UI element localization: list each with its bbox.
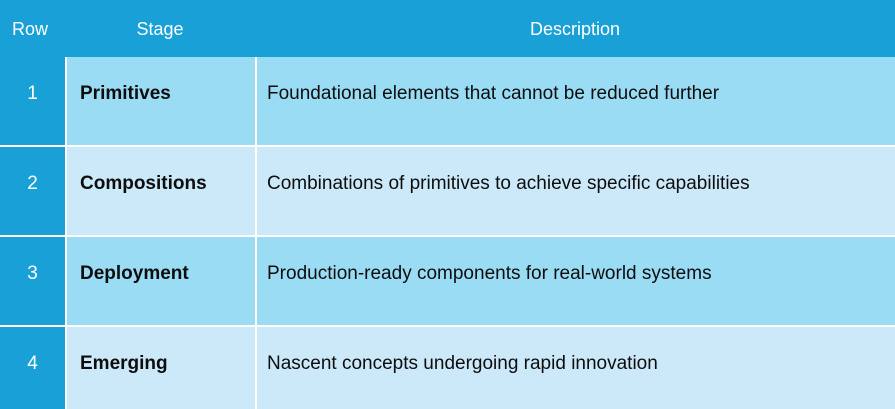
description-cell: Production-ready components for real-wor… bbox=[257, 237, 895, 325]
table-body: 1 Primitives Foundational elements that … bbox=[0, 57, 895, 409]
table-row[interactable]: 3 Deployment Production-ready components… bbox=[0, 237, 895, 325]
column-header-stage[interactable]: Stage bbox=[136, 18, 184, 39]
stage-cell: Deployment bbox=[67, 237, 255, 325]
column-header-description[interactable]: Description bbox=[529, 18, 621, 39]
table-row[interactable]: 1 Primitives Foundational elements that … bbox=[0, 57, 895, 145]
description-cell: Nascent concepts undergoing rapid innova… bbox=[257, 327, 895, 409]
row-index-cell: 4 bbox=[0, 327, 65, 409]
row-index-cell: 3 bbox=[0, 237, 65, 325]
row-index-cell: 1 bbox=[0, 57, 65, 145]
table-row[interactable]: 4 Emerging Nascent concepts undergoing r… bbox=[0, 327, 895, 409]
stage-cell: Emerging bbox=[67, 327, 255, 409]
table-header-row: Row Stage Description bbox=[0, 0, 895, 57]
description-cell: Combinations of primitives to achieve sp… bbox=[257, 147, 895, 235]
description-cell: Foundational elements that cannot be red… bbox=[257, 57, 895, 145]
column-header-row[interactable]: Row bbox=[12, 18, 49, 39]
stage-cell: Compositions bbox=[67, 147, 255, 235]
table-row[interactable]: 2 Compositions Combinations of primitive… bbox=[0, 147, 895, 235]
stage-cell: Primitives bbox=[67, 57, 255, 145]
row-index-cell: 2 bbox=[0, 147, 65, 235]
